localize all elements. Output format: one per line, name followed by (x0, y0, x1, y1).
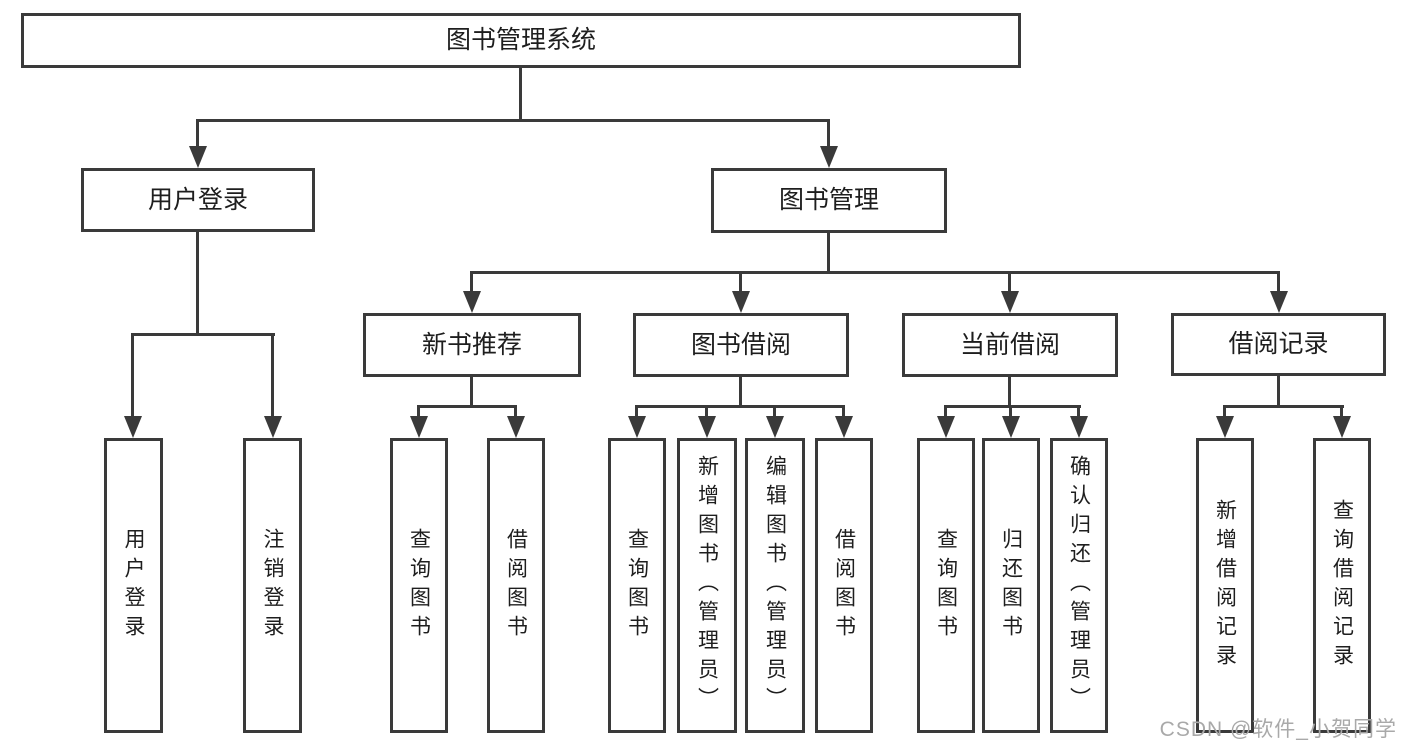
node-label: 借阅图书 (504, 527, 528, 644)
connector-vline (842, 405, 845, 416)
node-label: 借阅图书 (832, 527, 856, 644)
node-label: 图书管理 (778, 186, 879, 214)
arrow-down-icon (937, 416, 955, 438)
leaf-query-borrow-record: 查询借阅记录 (1313, 438, 1371, 733)
connector-vline (131, 333, 134, 416)
connector-vline (470, 377, 473, 408)
node-label: 编辑图书（管理员） (763, 455, 787, 716)
arrow-down-icon (264, 416, 282, 438)
connector-vline (1277, 271, 1280, 291)
arrow-down-icon (766, 416, 784, 438)
node-label: 新增借阅记录 (1213, 498, 1237, 673)
connector-vline (705, 405, 708, 416)
leaf-user-login: 用户登录 (104, 438, 163, 733)
arrow-down-icon (463, 291, 481, 313)
connector-hline (470, 271, 1280, 274)
node-label: 新增图书（管理员） (695, 455, 719, 716)
node-library-system: 图书管理系统 (21, 13, 1021, 68)
connector-vline (1009, 405, 1012, 416)
arrow-down-icon (1002, 416, 1020, 438)
connector-vline (773, 405, 776, 416)
arrow-down-icon (1333, 416, 1351, 438)
node-label: 用户登录 (147, 185, 248, 214)
connector-vline (739, 377, 742, 408)
connector-vline (635, 405, 638, 416)
connector-vline (739, 271, 742, 291)
leaf-edit-book-admin: 编辑图书（管理员） (745, 438, 805, 733)
connector-hline (196, 119, 830, 122)
leaf-query-books-recommend: 查询图书 (390, 438, 448, 733)
node-label: 查询图书 (625, 527, 649, 644)
arrow-down-icon (820, 146, 838, 168)
connector-vline (1077, 405, 1080, 416)
node-book-management: 图书管理 (711, 168, 947, 233)
leaf-add-book-admin: 新增图书（管理员） (677, 438, 737, 733)
node-label: 查询借阅记录 (1330, 498, 1354, 673)
connector-hline (944, 405, 1081, 408)
connector-vline (196, 232, 199, 335)
leaf-query-books-borrow: 查询图书 (608, 438, 666, 733)
connector-vline (1008, 377, 1011, 408)
connector-vline (1340, 405, 1343, 416)
connector-vline (944, 405, 947, 416)
arrow-down-icon (628, 416, 646, 438)
node-borrow-records: 借阅记录 (1171, 313, 1386, 376)
leaf-return-book: 归还图书 (982, 438, 1040, 733)
connector-hline (1223, 405, 1344, 408)
node-label: 查询图书 (934, 527, 958, 644)
arrow-down-icon (698, 416, 716, 438)
connector-vline (196, 119, 199, 148)
node-current-borrow: 当前借阅 (902, 313, 1118, 377)
arrow-down-icon (835, 416, 853, 438)
arrow-down-icon (507, 416, 525, 438)
connector-vline (1277, 376, 1280, 408)
arrow-down-icon (1001, 291, 1019, 313)
connector-vline (470, 271, 473, 291)
node-label: 当前借阅 (959, 330, 1060, 359)
connector-vline (271, 333, 274, 416)
arrow-down-icon (124, 416, 142, 438)
leaf-borrow-books-recommend: 借阅图书 (487, 438, 545, 733)
node-label: 查询图书 (407, 527, 431, 644)
arrow-down-icon (732, 291, 750, 313)
arrow-down-icon (410, 416, 428, 438)
connector-vline (417, 405, 420, 416)
node-label: 图书借阅 (690, 330, 791, 359)
csdn-watermark: CSDN @软件_小贺同学 (1159, 718, 1397, 741)
connector-vline (1008, 271, 1011, 291)
leaf-confirm-return-admin: 确认归还（管理员） (1050, 438, 1108, 733)
arrow-down-icon (1270, 291, 1288, 313)
connector-vline (519, 68, 522, 121)
arrow-down-icon (189, 146, 207, 168)
connector-vline (1223, 405, 1226, 416)
node-label: 新书推荐 (421, 330, 522, 359)
leaf-borrow-books: 借阅图书 (815, 438, 873, 733)
connector-vline (827, 119, 830, 148)
node-label: 注销登录 (261, 527, 284, 644)
node-book-borrow: 图书借阅 (633, 313, 849, 377)
connector-hline (635, 405, 845, 408)
node-user-login: 用户登录 (81, 168, 315, 232)
node-label: 借阅记录 (1228, 330, 1329, 358)
node-label: 确认归还（管理员） (1067, 455, 1091, 716)
node-label: 归还图书 (999, 527, 1023, 644)
leaf-add-borrow-record: 新增借阅记录 (1196, 438, 1254, 733)
arrow-down-icon (1070, 416, 1088, 438)
node-label: 用户登录 (122, 527, 145, 644)
leaf-logout: 注销登录 (243, 438, 302, 733)
connector-hline (417, 405, 517, 408)
connector-vline (514, 405, 517, 416)
connector-vline (827, 233, 830, 272)
connector-hline (131, 333, 275, 336)
node-new-book-recommend: 新书推荐 (363, 313, 581, 377)
node-label: 图书管理系统 (445, 26, 596, 54)
arrow-down-icon (1216, 416, 1234, 438)
leaf-query-books-current: 查询图书 (917, 438, 975, 733)
